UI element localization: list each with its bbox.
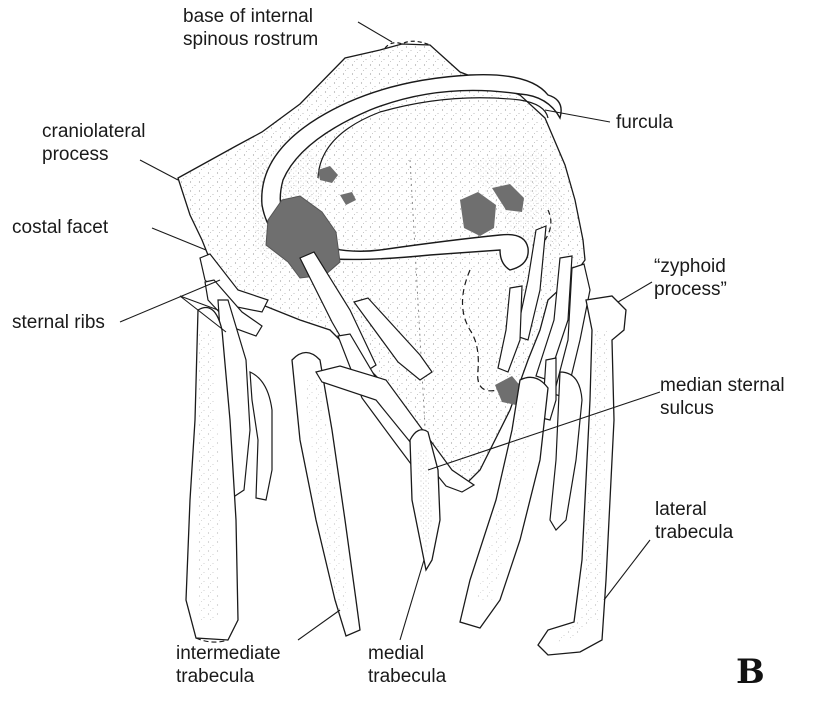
leader-medial-trabecula [400,560,424,640]
leader-craniolateral [140,160,178,180]
label-lateral-trabecula: lateral trabecula [655,498,733,544]
label-furcula: furcula [616,111,673,134]
left-lower-outline [250,372,272,500]
leader-intermediate-trabecula [298,610,340,640]
label-median-sternal-sulcus: median sternal sulcus [660,374,785,420]
label-medial-trabecula: medial trabecula [368,642,446,688]
label-base-internal-spinous-rostrum: base of internal spinous rostrum [183,5,318,51]
label-craniolateral-process: craniolateral process [42,120,146,166]
label-zyphoid-process: “zyphoid process” [654,255,727,301]
leader-zyphoid [618,282,652,302]
label-intermediate-trabecula: intermediate trabecula [176,642,281,688]
panel-letter: B [736,652,765,692]
leader-rostrum [358,22,392,42]
leader-lateral-trabecula [604,540,650,600]
label-costal-facet: costal facet [12,216,108,239]
leader-furcula [545,110,610,122]
label-sternal-ribs: sternal ribs [12,311,105,334]
